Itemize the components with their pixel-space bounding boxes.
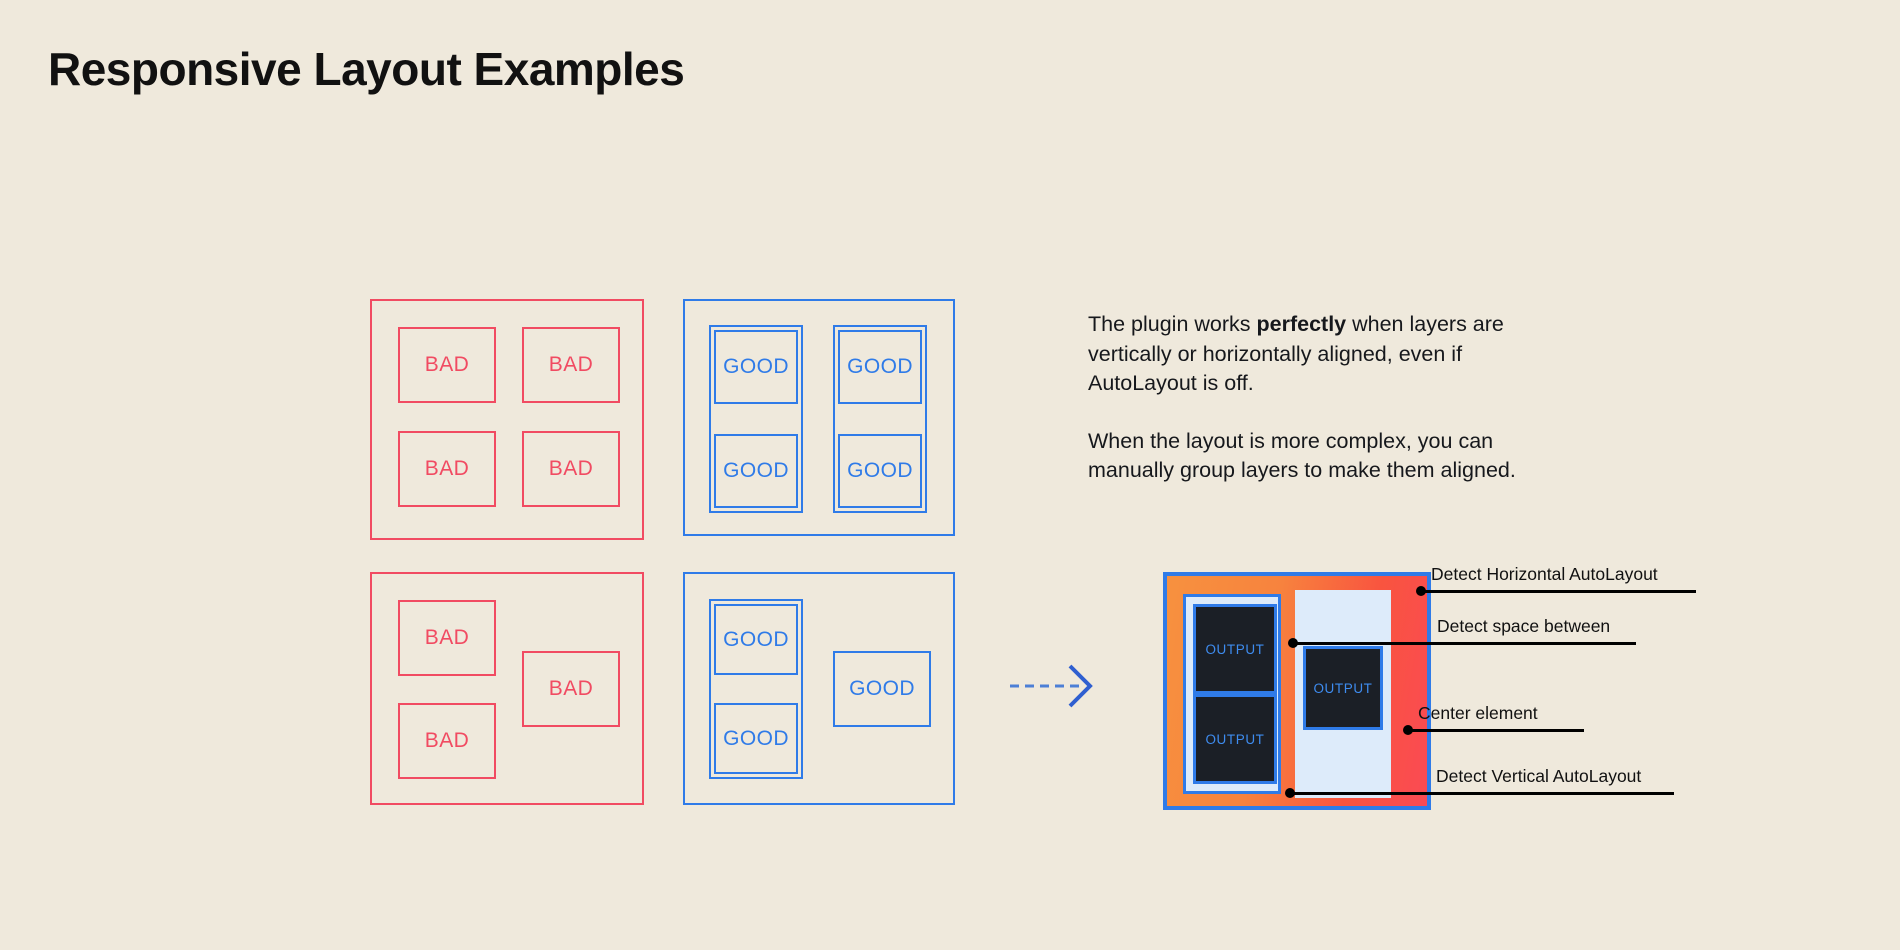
good-group-column-left: GOOD GOOD xyxy=(709,599,803,779)
good-box: GOOD xyxy=(838,330,922,404)
good-box-label: GOOD xyxy=(847,459,913,482)
bad-box: BAD xyxy=(522,651,620,727)
good-box: GOOD xyxy=(838,434,922,508)
page-title: Responsive Layout Examples xyxy=(48,43,685,95)
annotation-label: Detect space between xyxy=(1437,616,1611,636)
good-box: GOOD xyxy=(714,434,798,508)
description-paragraph-1: The plugin works perfectly when layers a… xyxy=(1088,310,1558,399)
bad-box: BAD xyxy=(522,431,620,507)
good-box-label: GOOD xyxy=(847,355,913,378)
bad-box: BAD xyxy=(398,431,496,507)
annotation-leader-line xyxy=(1290,791,1674,795)
bad-box: BAD xyxy=(522,327,620,403)
example-panel-good-grid-complex: GOOD GOOD GOOD xyxy=(683,572,955,805)
output-box-right-center: OUTPUT xyxy=(1303,646,1383,730)
good-box-label: GOOD xyxy=(723,627,789,651)
bad-box: BAD xyxy=(398,600,496,676)
vertical-autolayout-group: OUTPUT OUTPUT xyxy=(1183,594,1281,794)
bad-box-label: BAD xyxy=(424,457,470,480)
output-label: OUTPUT xyxy=(1205,641,1265,657)
bad-box-label: BAD xyxy=(548,353,594,376)
annotation-leader-line xyxy=(1293,641,1636,645)
bad-box-label: BAD xyxy=(424,729,470,752)
description-p1-tail: when layers are vertically or horizontal… xyxy=(1088,312,1504,395)
bad-box: BAD xyxy=(398,327,496,403)
bad-box-label: BAD xyxy=(424,353,470,376)
output-box-left-top: OUTPUT xyxy=(1193,604,1277,694)
good-box-label: GOOD xyxy=(723,355,789,378)
description-paragraph-2: When the layout is more complex, you can… xyxy=(1088,428,1516,483)
good-box-label: GOOD xyxy=(723,726,789,750)
output-label: OUTPUT xyxy=(1205,731,1265,747)
dashed-right-arrow xyxy=(1008,660,1104,712)
good-box: GOOD xyxy=(714,330,798,404)
bad-box: BAD xyxy=(398,703,496,779)
description-p1-lead: The plugin works xyxy=(1088,312,1257,336)
example-panel-good-grid-aligned: GOOD GOOD GOOD GOOD xyxy=(683,299,955,536)
good-box-label: GOOD xyxy=(723,459,789,482)
good-box: GOOD xyxy=(714,703,798,774)
good-box: GOOD xyxy=(833,651,931,727)
annotation-leader-line xyxy=(1408,728,1584,732)
plugin-output-diagram: OUTPUT OUTPUT OUTPUT xyxy=(1163,572,1431,810)
good-box-label: GOOD xyxy=(849,677,915,700)
annotation-label: Center element xyxy=(1418,703,1538,723)
good-group-column-right: GOOD GOOD xyxy=(833,325,927,513)
annotation-label: Detect Vertical AutoLayout xyxy=(1436,766,1642,786)
good-group-column-left: GOOD GOOD xyxy=(709,325,803,513)
description-text: The plugin works perfectly when layers a… xyxy=(1088,310,1558,486)
description-p1-emphasis: perfectly xyxy=(1256,312,1347,336)
annotation-leader-line xyxy=(1421,589,1696,593)
output-label: OUTPUT xyxy=(1313,680,1373,696)
bad-box-label: BAD xyxy=(548,677,594,700)
dashed-right-arrow-icon xyxy=(1010,664,1093,708)
bad-box-label: BAD xyxy=(548,457,594,480)
example-panel-bad-grid-aligned: BAD BAD BAD BAD xyxy=(370,299,644,540)
good-box: GOOD xyxy=(714,604,798,675)
example-panel-bad-grid-complex: BAD BAD BAD xyxy=(370,572,644,805)
centered-element-panel: OUTPUT xyxy=(1295,590,1391,798)
bad-box-label: BAD xyxy=(424,626,470,649)
output-box-left-bottom: OUTPUT xyxy=(1193,694,1277,784)
annotation-label: Detect Horizontal AutoLayout xyxy=(1431,564,1658,584)
